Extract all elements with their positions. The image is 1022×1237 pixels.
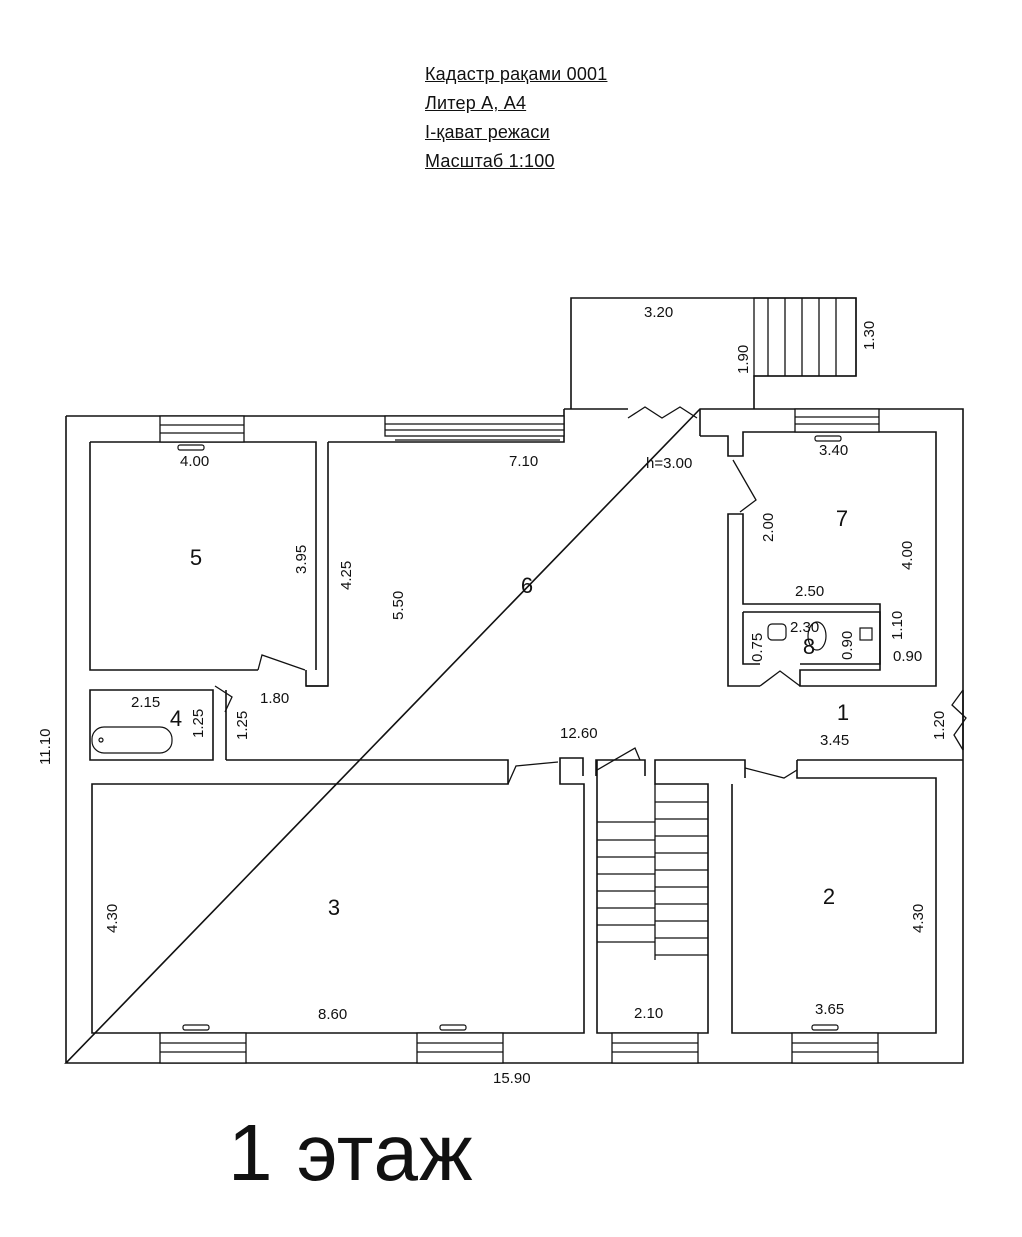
- dim-room-8-width: 2.30: [790, 619, 819, 636]
- dim-room-8-left: 0.75: [749, 633, 766, 662]
- dim-room-2-width: 3.65: [815, 1001, 844, 1018]
- dim-room-2-height: 4.30: [910, 904, 927, 933]
- door-room-3: [507, 761, 559, 785]
- door-room-7: [732, 459, 757, 513]
- dim-room-6-height: 5.50: [390, 591, 407, 620]
- dim-stair-width: 2.10: [634, 1005, 663, 1022]
- room-number-8: 8: [803, 634, 815, 659]
- window-room-7: [794, 408, 880, 433]
- door-room-2: [744, 767, 798, 779]
- dim-room-8-mid: 0.90: [839, 631, 856, 660]
- outer-wall-top-left: [563, 408, 628, 436]
- interior-stairs: [597, 784, 708, 960]
- dim-room-6-width: 7.10: [509, 453, 538, 470]
- dim-ceiling-height: h=3.00: [646, 455, 692, 472]
- dim-room-7-width: 3.40: [819, 442, 848, 459]
- dim-door-room-5: 1.80: [260, 690, 289, 707]
- room-number-4: 4: [170, 706, 182, 731]
- toilet-icon: [807, 621, 827, 651]
- fixtures: [91, 621, 873, 754]
- bathtub-icon: [91, 726, 173, 754]
- room-numbers: 5 6 7 8 4 1 3 2: [170, 506, 849, 920]
- doors: [214, 406, 967, 785]
- room-number-3: 3: [328, 895, 340, 920]
- dim-porch-height: 1.90: [735, 345, 752, 374]
- door-stair: [596, 747, 641, 771]
- porch-outline: [570, 297, 857, 409]
- bathtub-drain-icon: [98, 737, 104, 743]
- dimension-labels: 3.20 1.90 1.30 4.00 3.95 4.25 7.10 5.50 …: [37, 304, 948, 1087]
- room-number-5: 5: [190, 545, 202, 570]
- dim-room-8-right: 1.10: [889, 611, 906, 640]
- floor-plan-title: I-қават режаси: [425, 122, 550, 142]
- dim-room-3-width: 8.60: [318, 1006, 347, 1023]
- dim-total-height: 11.10: [37, 729, 54, 765]
- window-room-3b: [416, 1032, 504, 1064]
- room-4-wall: [89, 689, 227, 761]
- room-2-wall: [731, 759, 963, 1034]
- window-stair: [611, 1032, 699, 1064]
- room-number-6: 6: [521, 573, 533, 598]
- radiator: [814, 435, 842, 442]
- door-room-4: [214, 685, 233, 713]
- stair-wall: [595, 759, 746, 1034]
- dim-room-7-height: 4.00: [899, 541, 916, 570]
- dim-porch-width: 3.20: [644, 304, 673, 321]
- sink-icon: [767, 623, 787, 641]
- dim-entry: 1.20: [931, 711, 948, 740]
- room-8-wall: [742, 611, 881, 665]
- shower-icon: [859, 627, 873, 641]
- window-room-6: [384, 415, 565, 437]
- door-room-8: [759, 670, 801, 687]
- dim-corridor-width: 3.45: [820, 732, 849, 749]
- porch-stairs-outline: [753, 297, 857, 377]
- dim-room-8-bottom: 0.90: [893, 648, 922, 665]
- cadastre-number: Кадастр рақами 0001: [425, 64, 608, 84]
- door-entry: [951, 689, 967, 751]
- dim-stairs-height: 1.30: [861, 321, 878, 350]
- dim-room-7-bottom: 2.50: [795, 583, 824, 600]
- dim-total-width: 15.90: [493, 1070, 531, 1087]
- porch-stairs: [753, 297, 857, 377]
- walls: [64, 297, 964, 1064]
- radiators: [177, 435, 842, 1031]
- liter: Литер А, А4: [425, 93, 527, 113]
- dim-room-4-height-2: 1.25: [234, 711, 251, 740]
- dim-room-4-width: 2.15: [131, 694, 160, 711]
- window-room-3a: [159, 1032, 247, 1064]
- room-5-wall: [89, 441, 317, 671]
- plan-header: Кадастр рақами 0001 Литер А, А4 I-қават …: [425, 60, 607, 176]
- dim-corridor-length: 12.60: [560, 725, 598, 742]
- door-room-5: [257, 654, 306, 671]
- dim-room-5-width: 4.00: [180, 453, 209, 470]
- dim-room-5-wall: 4.25: [338, 561, 355, 590]
- room-number-7: 7: [836, 506, 848, 531]
- room-7-wall: [700, 431, 937, 687]
- radiator: [439, 1024, 467, 1031]
- window-room-2: [791, 1032, 879, 1064]
- dim-room-4-height: 1.25: [190, 709, 207, 738]
- dim-room-5-height: 3.95: [293, 545, 310, 574]
- dim-room-3-height: 4.30: [104, 904, 121, 933]
- door-main: [627, 406, 698, 419]
- radiator: [177, 444, 205, 451]
- scale: Масштаб 1:100: [425, 151, 555, 171]
- windows: [159, 408, 880, 1064]
- room-number-1: 1: [837, 700, 849, 725]
- room-3-wall: [91, 757, 585, 1034]
- room-number-2: 2: [823, 884, 835, 909]
- dim-room-7-door: 2.00: [760, 513, 777, 542]
- floor-caption: 1 этаж: [228, 1108, 474, 1197]
- radiator: [811, 1024, 839, 1031]
- window-room-5: [159, 415, 245, 443]
- radiator: [182, 1024, 210, 1031]
